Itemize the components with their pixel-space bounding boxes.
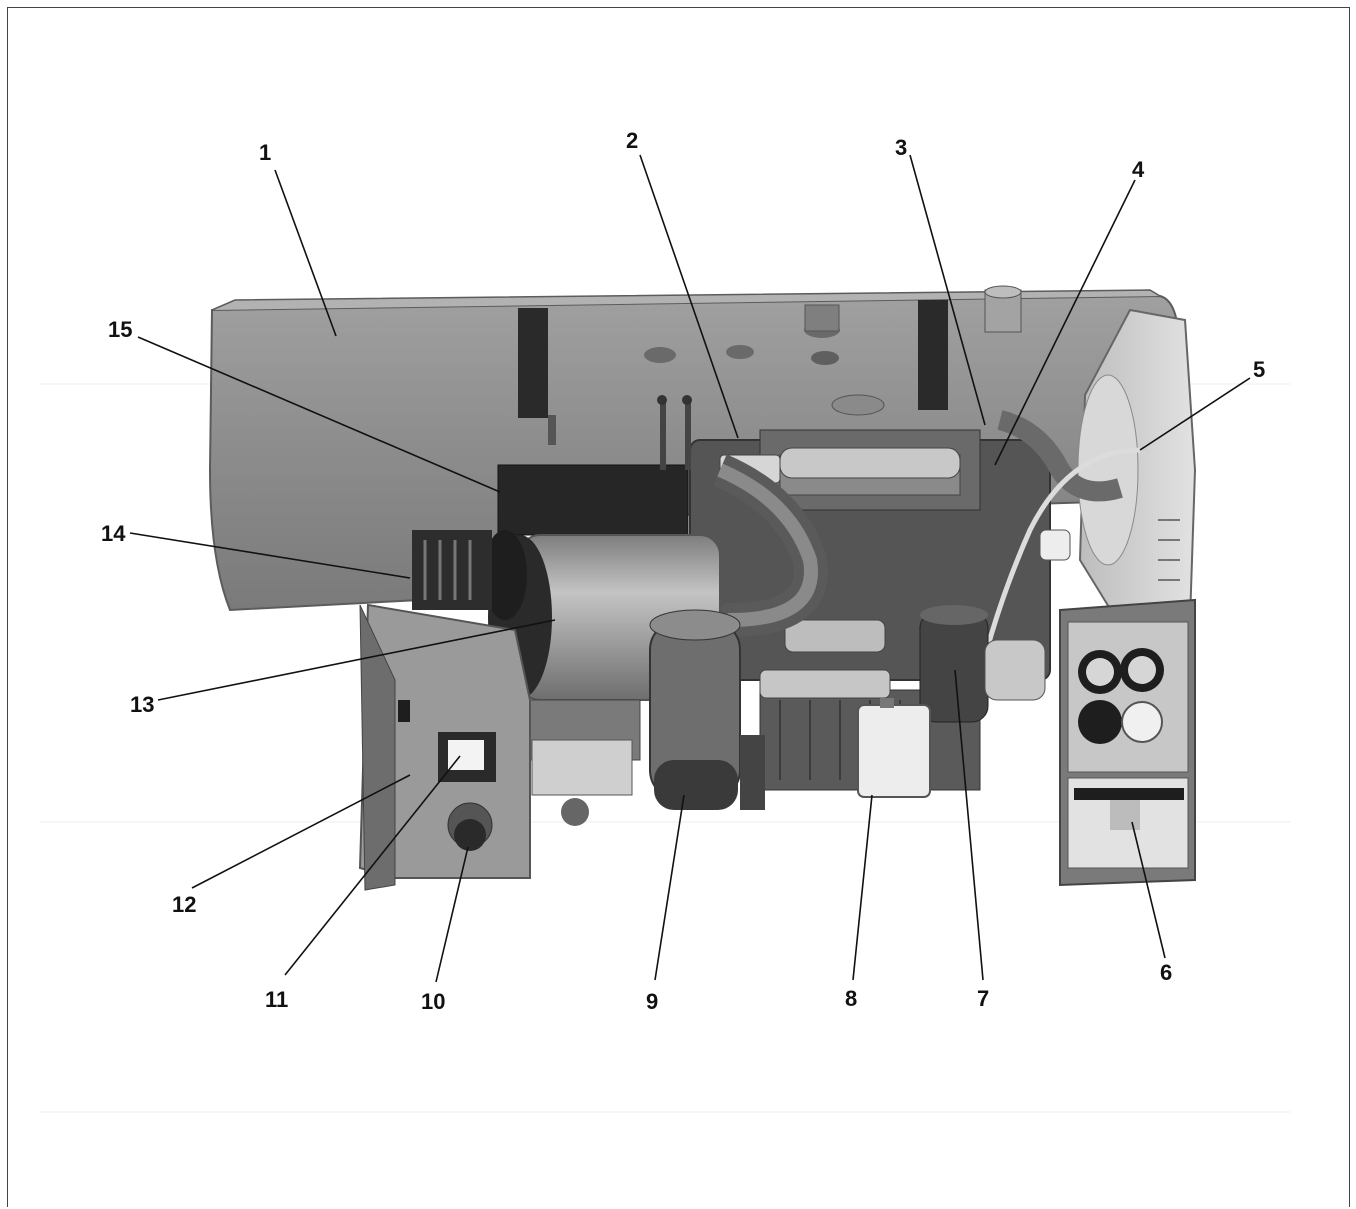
leader-4 — [994, 179, 1136, 466]
callout-14: 14 — [101, 521, 126, 546]
callout-7: 7 — [977, 986, 989, 1011]
radiator — [1077, 308, 1197, 627]
leader-1 — [274, 169, 337, 337]
leader-10 — [435, 846, 469, 983]
leader-11 — [284, 755, 461, 976]
air-filter — [649, 609, 765, 810]
fuel-filter — [919, 605, 1046, 723]
callout-6: 6 — [1160, 960, 1172, 985]
leader-3 — [909, 154, 986, 426]
callout-1: 1 — [259, 140, 271, 165]
leader-8 — [852, 794, 873, 981]
callout-3: 3 — [895, 135, 907, 160]
leader-6 — [1131, 821, 1166, 959]
control-box — [358, 603, 531, 891]
callout-4: 4 — [1132, 157, 1145, 182]
callout-13: 13 — [130, 692, 154, 717]
page-frame — [7, 7, 1350, 1207]
leader-5 — [1139, 377, 1251, 451]
leader-14 — [129, 532, 411, 579]
muffler-mount — [497, 395, 692, 536]
expansion-tank — [857, 698, 931, 798]
callout-9: 9 — [646, 989, 658, 1014]
callout-labels: 1 2 3 4 5 6 7 8 9 10 11 12 13 14 15 — [101, 128, 1265, 1014]
leader-12 — [191, 774, 411, 889]
leader-9 — [654, 794, 685, 981]
callout-12: 12 — [172, 892, 196, 917]
callout-10: 10 — [421, 989, 445, 1014]
callout-11: 11 — [265, 987, 288, 1012]
leader-lines — [129, 154, 1251, 983]
instrument-panel — [1059, 598, 1196, 887]
leader-15 — [137, 336, 501, 493]
leader-7 — [954, 669, 984, 981]
leader-2 — [639, 154, 739, 439]
leader-13 — [157, 619, 556, 701]
callout-2: 2 — [626, 128, 638, 153]
callout-15: 15 — [108, 317, 132, 342]
callout-8: 8 — [845, 986, 857, 1011]
generator-unit — [412, 530, 721, 826]
callout-5: 5 — [1253, 357, 1265, 382]
